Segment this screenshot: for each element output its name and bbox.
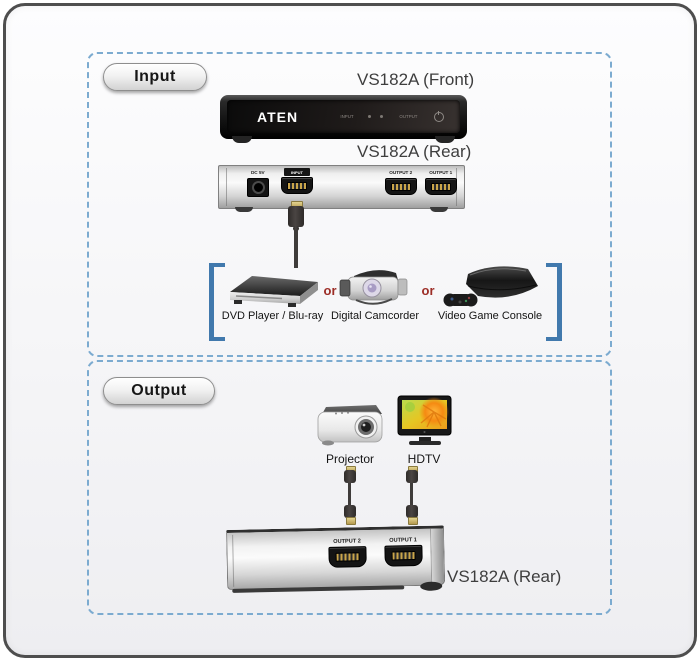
display-label-hdtv: HDTV	[407, 452, 441, 466]
device-foot	[232, 136, 252, 143]
camcorder-icon	[339, 270, 408, 305]
source-label-console: Video Game Console	[437, 310, 543, 322]
rear-title-bottom: VS182A (Rear)	[447, 567, 562, 586]
input-badge-label: Input	[134, 68, 176, 85]
hdtv-icon	[397, 395, 452, 445]
bracket-right-icon	[546, 263, 562, 341]
dc-power-group: DC 5V	[236, 168, 280, 197]
or-separator: or	[323, 283, 337, 298]
hdmi-slot	[287, 181, 307, 190]
hdmi-slot	[431, 182, 451, 191]
input-port-label: INPUT	[291, 169, 303, 175]
panel-edge-line	[232, 534, 235, 587]
output-badge: Output	[103, 377, 215, 405]
hdmi-slot	[391, 551, 416, 561]
rear-title: VS182A (Rear)	[357, 142, 472, 161]
output-badge-label: Output	[131, 382, 187, 399]
projector-icon	[317, 405, 383, 446]
output-led-label: OUTPUT	[399, 114, 418, 119]
dvd-player-icon	[230, 276, 318, 307]
dc-power-label: DC 5V	[251, 169, 265, 176]
hdmi-connector-tip	[346, 517, 356, 525]
input-section-box	[87, 52, 612, 357]
bracket-left-icon	[209, 263, 225, 341]
hdmi-slot	[391, 182, 411, 191]
hdmi-wire	[410, 483, 413, 506]
device-foot	[430, 207, 448, 212]
hdmi-output1-port	[425, 178, 457, 195]
hdmi-output2-port	[385, 178, 417, 195]
input-led-label: INPUT	[340, 114, 354, 119]
hdmi-output2-group-bottom: OUTPUT 2	[319, 536, 376, 568]
vs182a-front-device: ATEN INPUT OUTPUT	[220, 95, 467, 143]
device-foot	[435, 136, 455, 143]
source-label-dvd: DVD Player / Blu-ray	[221, 310, 324, 322]
hdmi-slot	[335, 552, 360, 562]
output2-port-label: OUTPUT 2	[389, 169, 413, 176]
hdmi-connector-body	[406, 505, 418, 518]
hdmi-input-port	[281, 177, 313, 194]
hdmi-connector-neck	[293, 226, 299, 231]
dc-jack-ring	[251, 181, 265, 194]
dc-power-jack	[247, 178, 269, 197]
vs182a-rear-device-bottom: OUTPUT 2 OUTPUT 1	[226, 525, 446, 593]
game-console-icon	[443, 266, 538, 307]
or-separator: or	[421, 283, 435, 298]
hdmi-connector-body	[344, 470, 356, 483]
front-device-face: ATEN INPUT OUTPUT	[227, 100, 460, 133]
output1-port-label: OUTPUT 1	[389, 536, 418, 544]
front-title: VS182A (Front)	[357, 70, 475, 89]
device-foot	[235, 207, 253, 212]
hdmi-wire	[348, 483, 351, 506]
hdmi-input-group: INPUT	[275, 168, 319, 194]
hdmi-connector-body	[406, 470, 418, 483]
hdmi-connector-body	[344, 505, 356, 518]
source-label-camcorder: Digital Camcorder	[330, 310, 420, 322]
hdmi-output2-group: OUTPUT 2	[379, 168, 423, 195]
hdmi-output2-port	[328, 546, 367, 568]
led-dot-icon	[368, 115, 372, 118]
display-label-projector: Projector	[325, 452, 375, 466]
input-badge: Input	[103, 63, 207, 91]
output-section-box	[87, 360, 612, 615]
input-port-chip: INPUT	[284, 168, 310, 176]
hdmi-connector-tip	[408, 517, 418, 525]
hdmi-output1-group-bottom: OUTPUT 1	[375, 535, 432, 567]
led-dot-icon	[380, 115, 384, 118]
vs182a-rear-device: DC 5V INPUT OUTPUT 2 OUTPUT 1	[218, 165, 465, 212]
panel-side-edge	[430, 528, 445, 585]
output2-port-label: OUTPUT 2	[333, 537, 362, 545]
hdmi-output1-port	[384, 544, 423, 567]
power-icon	[434, 110, 444, 122]
hdmi-output1-group: OUTPUT 1	[419, 168, 463, 195]
output1-port-label: OUTPUT 1	[429, 169, 453, 176]
hdmi-connector-body	[288, 206, 304, 227]
panel-edge-line	[226, 168, 227, 206]
aten-logo: ATEN	[257, 108, 299, 125]
hdmi-wire	[294, 230, 298, 268]
front-indicators: INPUT OUTPUT	[335, 110, 444, 122]
